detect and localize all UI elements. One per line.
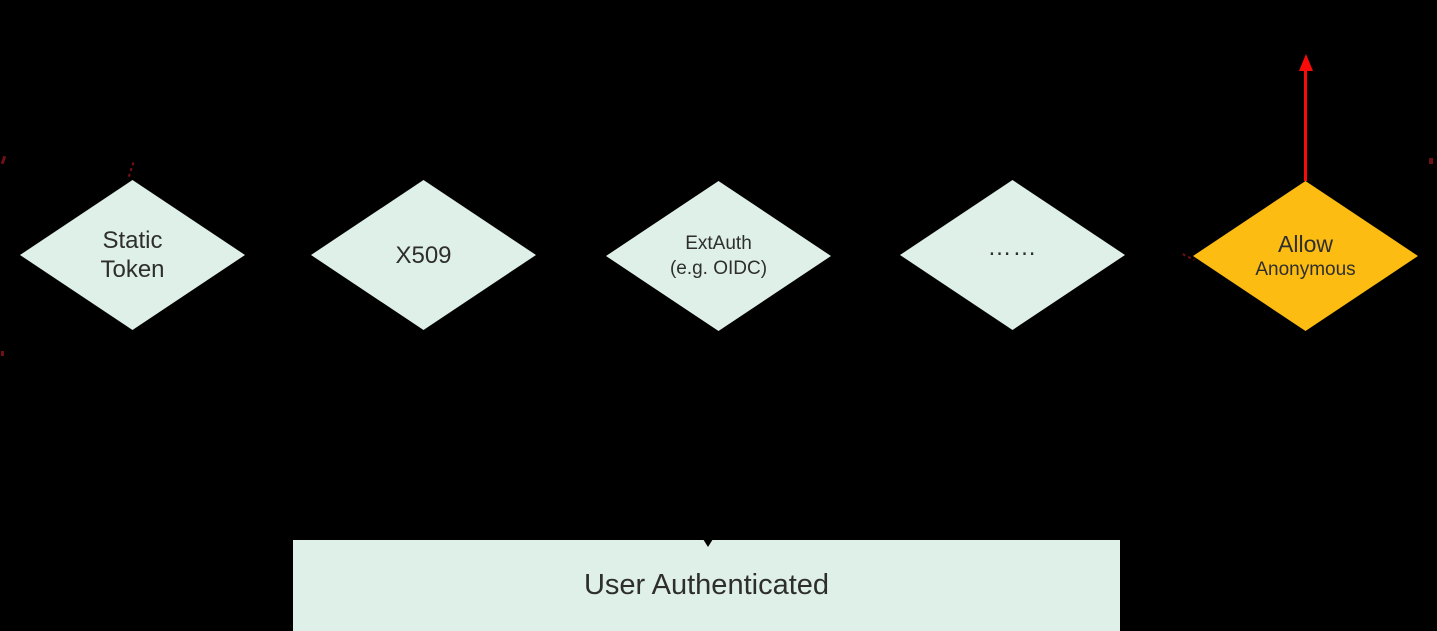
red-dash-artifact [0,155,7,165]
red-up-arrow-shaft [1304,68,1307,181]
node-label-line: Anonymous [1255,259,1356,280]
red-dash-artifact [127,162,135,178]
red-dash-artifact [1182,253,1195,261]
red-up-arrow-head-icon [1299,54,1313,71]
diamond-extauth: ExtAuth (e.g. OIDC) [606,181,831,331]
user-authenticated-box: User Authenticated [293,540,1120,631]
node-label-line: ExtAuth [685,233,752,254]
red-dash-artifact [1429,158,1433,164]
diamond-x509: X509 [311,180,536,330]
node-label-line: Allow [1278,231,1333,257]
black-arrowhead-tip-icon [703,539,713,547]
node-label-line: Token [100,256,165,283]
diamond-ellipsis: …… [900,180,1125,330]
node-label-line: (e.g. OIDC) [669,258,768,279]
node-label-line: X509 [395,241,452,269]
red-dash-artifact [1,351,4,356]
diamond-allow-anonymous: Allow Anonymous [1193,181,1418,331]
user-authenticated-label: User Authenticated [583,569,830,601]
node-label-line: Static [102,227,163,254]
diamond-static-token: Static Token [20,180,245,330]
node-label-line: …… [987,234,1038,261]
